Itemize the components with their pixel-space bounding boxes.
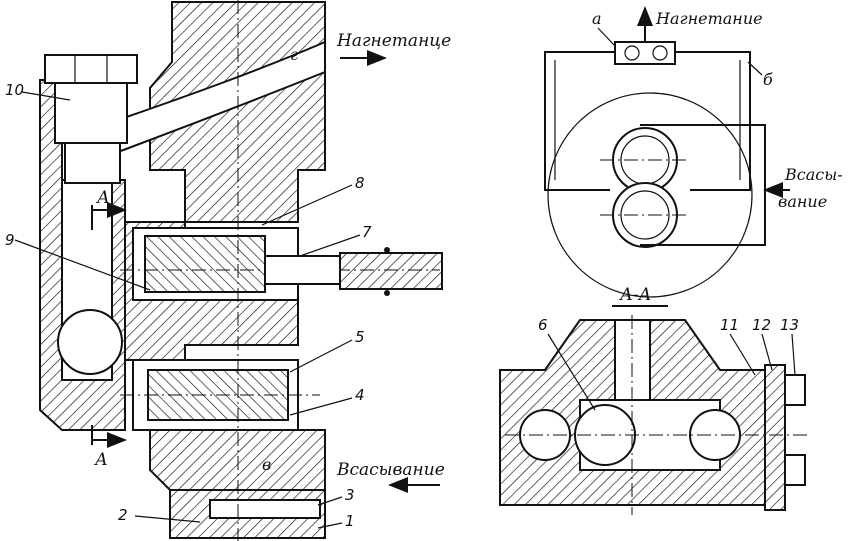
suction-label-scheme-2: вание — [778, 192, 827, 211]
callout-7: 7 — [362, 223, 372, 241]
callout-9: 9 — [5, 231, 15, 249]
section-bearing-left — [519, 409, 571, 461]
flow-scheme: Нагнетание а б Всасы- вание — [544, 6, 843, 298]
drive-shaft — [264, 255, 341, 285]
channel-v-label: в — [262, 455, 271, 474]
callout-3: 3 — [345, 486, 355, 504]
shaft-coupling — [339, 252, 443, 290]
callout-5: 5 — [355, 328, 365, 346]
relief-valve-body — [54, 82, 128, 144]
bolt-lower — [784, 454, 806, 486]
section-mark-bottom: А — [94, 450, 108, 470]
section-a-a: А-А 6 11 12 13 — [499, 285, 810, 515]
side-cover — [764, 364, 786, 511]
valve-ball — [57, 309, 123, 375]
callout-1: 1 — [345, 512, 355, 530]
bolt-upper — [784, 374, 806, 406]
callout-8: 8 — [355, 174, 365, 192]
point-a-label: а — [592, 9, 602, 28]
housing-outline — [547, 92, 753, 298]
check-valve-block — [614, 41, 676, 65]
callout-6: 6 — [538, 316, 548, 334]
callout-11: 11 — [720, 316, 739, 334]
suction-label: Всасывание — [336, 460, 445, 480]
callout-12: 12 — [752, 316, 771, 334]
discharge-label: Нагнетанце — [336, 31, 451, 51]
point-b-label: б — [763, 70, 773, 89]
callout-13: 13 — [780, 316, 799, 334]
callout-2: 2 — [118, 506, 128, 524]
callout-4: 4 — [355, 386, 365, 404]
section-title: А-А — [619, 285, 652, 305]
relief-valve-nut — [44, 54, 138, 84]
section-mark-top: А — [96, 188, 110, 208]
suction-label-scheme-1: Всасы- — [784, 165, 843, 184]
callout-10: 10 — [5, 81, 24, 99]
discharge-label-scheme: Нагнетание — [655, 9, 763, 28]
channel-g-label: г — [290, 45, 298, 64]
longitudinal-section: А А Нагнетанце г Всасывание в 10 9 8 7 5… — [5, 0, 451, 541]
discharge-channel — [117, 40, 326, 154]
